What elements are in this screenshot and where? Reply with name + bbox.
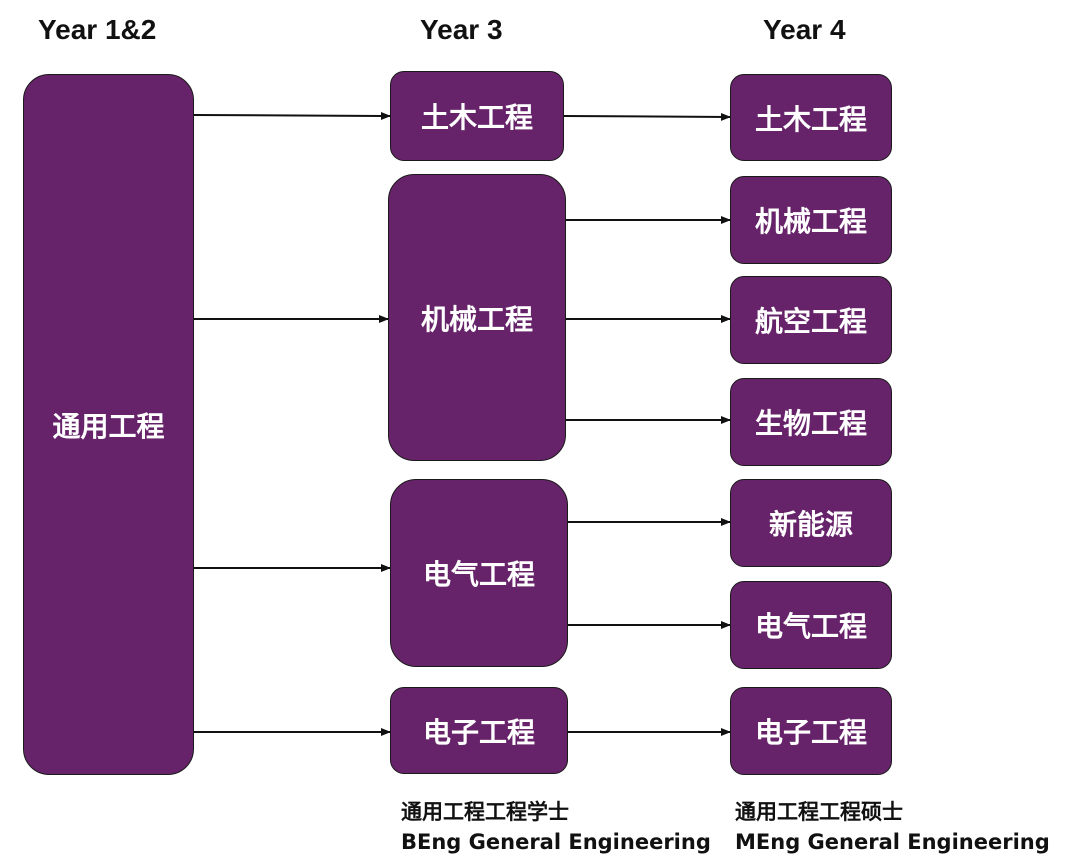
degree-beng-cn: 通用工程工程学士 [401, 800, 569, 824]
header-year-1-2: Year 1&2 [38, 14, 157, 45]
degree-beng: 通用工程工程学士 BEng General Engineering [401, 797, 711, 857]
box-y4-civil: 土木工程 [730, 74, 892, 161]
arrow-civil-to-civil [563, 112, 731, 121]
box-y3-electrical: 电气工程 [390, 479, 568, 667]
degree-meng: 通用工程工程硕士 MEng General Engineering [735, 797, 1050, 857]
header-year-4: Year 4 [763, 14, 846, 45]
box-y4-electrical: 电气工程 [730, 581, 892, 669]
box-y4-aero: 航空工程 [730, 276, 892, 364]
box-y4-mechanical: 机械工程 [730, 176, 892, 264]
box-y4-electronic: 电子工程 [730, 687, 892, 775]
degree-meng-cn: 通用工程工程硕士 [735, 800, 903, 824]
box-y3-civil: 土木工程 [390, 71, 564, 161]
box-y4-bio: 生物工程 [730, 378, 892, 466]
header-year-3: Year 3 [420, 14, 503, 45]
degree-beng-en: BEng General Engineering [401, 830, 711, 854]
box-y3-mechanical: 机械工程 [388, 174, 566, 461]
arrow-general-to-civil [193, 111, 391, 120]
degree-meng-en: MEng General Engineering [735, 830, 1050, 854]
box-y3-electronic: 电子工程 [390, 687, 568, 774]
box-y4-new-energy: 新能源 [730, 479, 892, 567]
box-general-engineering: 通用工程 [23, 74, 194, 775]
